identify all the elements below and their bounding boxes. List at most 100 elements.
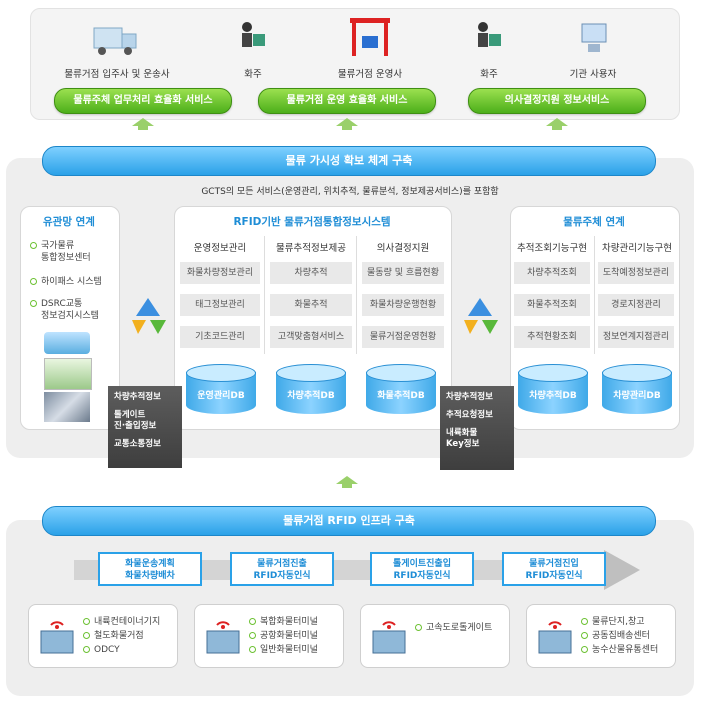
right-info-box: 차량추적정보 추적요청정보 내륙화물 Key정보 [440, 386, 514, 470]
actor-label-4: 화주 [480, 69, 498, 80]
bullet-icon [581, 618, 588, 625]
site-item: 내륙컨테이너기지 [83, 615, 160, 629]
db-label: 화물추적DB [377, 391, 425, 401]
recycle-icon-left [132, 298, 166, 334]
db-label: 차량추적DB [529, 391, 577, 401]
right-item: 차량추적조회 [514, 262, 590, 284]
truck-icon [93, 27, 137, 55]
right-info-3: 내륙화물 Key정보 [446, 428, 480, 449]
bullet-icon [83, 646, 90, 653]
right-col-head-2: 차량관리기능구현 [602, 243, 672, 254]
database-cylinder: 운영관리DB [186, 362, 256, 422]
gcts-note: GCTS의 모든 서비스(운영관리, 위치추적, 물류분석, 정보제공서비스)를… [201, 187, 499, 197]
left-thumb-1 [44, 332, 90, 354]
bullet-icon [83, 618, 90, 625]
right-item: 경로지정관리 [598, 294, 674, 316]
center-col-head-2: 물류추적정보제공 [276, 243, 346, 254]
site-item: 공항화물터미널 [249, 629, 318, 643]
person-with-cart-icon [242, 22, 265, 47]
site-item-text: 공동집배송센터 [592, 631, 650, 641]
left-info-1: 차량추적정보 [114, 392, 161, 402]
center-item: 고객맞춤형서비스 [270, 326, 352, 348]
left-info-2: 톨게이트 진·출입정보 [114, 410, 157, 431]
flow-step-4: 물류거점진입 RFID자동인식 [502, 552, 606, 586]
actor-label-1: 물류거점 입주사 및 운송사 [64, 69, 170, 80]
site-item-text: 공항화물터미널 [260, 631, 318, 641]
left-item-2-text: 하이패스 시스템 [41, 277, 102, 287]
center-item: 화물차량정보관리 [180, 262, 260, 284]
right-info-2: 추적요청정보 [446, 410, 493, 420]
rfid-reader-icon [206, 621, 240, 654]
up-arrow-2 [336, 118, 358, 130]
flow-step-2: 물류거점진출 RFID자동인식 [230, 552, 334, 586]
site-card-1: 내륙컨테이너기지 철도화물거점 ODCY [28, 604, 178, 668]
left-info-box: 차량추적정보 톨게이트 진·출입정보 교통소통정보 [108, 386, 182, 468]
service-pill-3: 의사결정지원 정보서비스 [468, 88, 646, 114]
actor-label-2: 화주 [244, 69, 262, 80]
left-panel-title: 유관망 연계 [43, 216, 95, 228]
center-item: 기초코드관리 [180, 326, 260, 348]
site-card-4: 물류단지,창고 공동집배송센터 농수산물유통센터 [526, 604, 676, 668]
left-item-1-text: 국가물류 통합정보센터 [41, 241, 91, 263]
left-thumb-2 [44, 358, 92, 390]
left-item-3: DSRC교통 정보검지시스템 [30, 298, 99, 322]
actor-label-3: 물류거점 운영사 [337, 69, 403, 80]
left-thumb-3 [44, 392, 90, 422]
center-item: 태그정보관리 [180, 294, 260, 316]
computer-user-icon [581, 23, 607, 52]
site-item-text: 복합화물터미널 [260, 617, 318, 627]
site-card-3: 고속도로톨게이트 [360, 604, 510, 668]
bullet-icon [249, 618, 256, 625]
center-panel-title: RFID기반 물류거점통합정보시스템 [233, 216, 391, 228]
left-item-3-text: DSRC교통 정보검지시스템 [41, 299, 99, 321]
right-panel-title: 물류주체 연계 [563, 216, 625, 228]
site-item: ODCY [83, 643, 160, 657]
bullet-icon [249, 632, 256, 639]
service-pill-2: 물류거점 운영 효율화 서비스 [258, 88, 436, 114]
bullet-icon [30, 242, 37, 249]
database-cylinder: 화물추적DB [366, 362, 436, 422]
rfid-reader-icon [40, 621, 74, 654]
bullet-icon [581, 632, 588, 639]
center-item: 차량추적 [270, 262, 352, 284]
center-item: 물동량 및 흐름현황 [362, 262, 444, 284]
center-divider-2 [356, 236, 357, 354]
person-with-cart-icon-2 [478, 22, 501, 47]
right-divider [594, 236, 595, 354]
center-col-head-3: 의사결정지원 [376, 243, 430, 254]
flow-step-1: 화물운송계획 화물차량배차 [98, 552, 202, 586]
crane-icon [350, 18, 390, 56]
bullet-icon [83, 632, 90, 639]
site-item-text: ODCY [94, 645, 120, 655]
site-item-text: 내륙컨테이너기지 [94, 617, 161, 627]
site-item: 고속도로톨게이트 [415, 621, 492, 635]
site-item-text: 물류단지,창고 [592, 617, 645, 627]
center-item: 물류거점운영현황 [362, 326, 444, 348]
up-arrow-1 [132, 118, 154, 130]
site-item: 일반화물터미널 [249, 643, 318, 657]
site-card-2: 복합화물터미널 공항화물터미널 일반화물터미널 [194, 604, 344, 668]
center-divider-1 [264, 236, 265, 354]
right-item: 도착예정정보관리 [598, 262, 674, 284]
site-item: 공동집배송센터 [581, 629, 658, 643]
site-item: 철도화물거점 [83, 629, 160, 643]
right-item: 화물추적조회 [514, 294, 590, 316]
left-info-3: 교통소통정보 [114, 439, 161, 449]
left-item-1: 국가물류 통합정보센터 [30, 240, 91, 264]
center-item: 화물추적 [270, 294, 352, 316]
visibility-bar: 물류 가시성 확보 체계 구축 [42, 146, 656, 176]
db-label: 운영관리DB [197, 391, 245, 401]
bullet-icon [415, 624, 422, 631]
recycle-icon-right [464, 298, 498, 334]
right-col-head-1: 추적조회기능구현 [517, 243, 587, 254]
bullet-icon [581, 646, 588, 653]
right-item: 추적현황조회 [514, 326, 590, 348]
database-cylinder: 차량관리DB [602, 362, 672, 422]
up-arrow-3 [546, 118, 568, 130]
rfid-reader-icon [372, 621, 406, 654]
site-item: 물류단지,창고 [581, 615, 658, 629]
right-item: 정보연계지점관리 [598, 326, 674, 348]
site-item-text: 고속도로톨게이트 [426, 623, 493, 633]
rfid-reader-icon [538, 621, 572, 654]
bullet-icon [249, 646, 256, 653]
